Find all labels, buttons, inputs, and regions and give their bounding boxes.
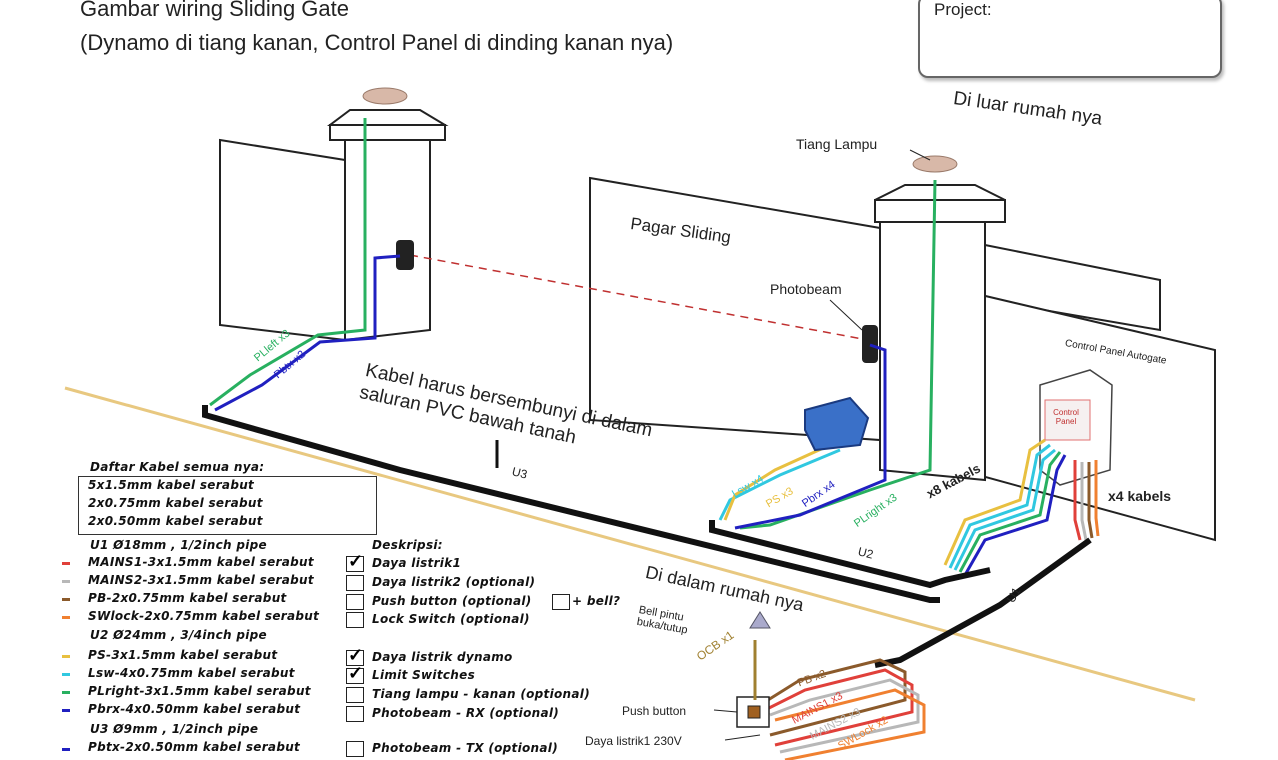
legend-cable-item: Pbtx-2x0.50mm kabel serabut (88, 740, 301, 754)
description-checkbox (346, 741, 364, 757)
legend-cable-item: Lsw-4x0.75mm kabel serabut (88, 666, 295, 680)
wire-lsw (718, 448, 841, 521)
bell-checkbox (552, 594, 570, 610)
project-box: Project: (918, 0, 1222, 78)
left-pillar (344, 139, 431, 342)
legend-cable-item: SWlock-2x0.75mm kabel serabut (88, 609, 320, 623)
legend-swatch (62, 673, 70, 676)
description-title: Deskripsi: (372, 538, 443, 552)
description-item: Daya listrik1 (372, 556, 462, 570)
description-item: Daya listrik2 (optional) (372, 575, 536, 589)
legend-swatch (62, 598, 70, 601)
legend-u2-header: U2 Ø24mm , 3/4inch pipe (90, 628, 267, 642)
control-panel-screen (1044, 399, 1091, 441)
left-lamp (362, 87, 408, 105)
diagram-subtitle: (Dynamo di tiang kanan, Control Panel di… (80, 30, 674, 55)
legend-swatch (62, 616, 70, 619)
wire-pbrx (734, 343, 887, 530)
property-boundary-line (64, 386, 1196, 702)
legend-cable-item: PS-3x1.5mm kabel serabut (88, 648, 278, 662)
legend-swatch (62, 691, 70, 694)
daya-label: Daya listrik1 230V (585, 734, 682, 748)
legend-u1-header: U1 Ø18mm , 1/2inch pipe (90, 538, 267, 552)
description-item: Lock Switch (optional) (372, 612, 530, 626)
description-checkbox (346, 594, 364, 610)
tiang-lampu-label: Tiang Lampu (796, 136, 878, 152)
legend-u3-header: U3 Ø9mm , 1/2inch pipe (90, 722, 259, 736)
legend-boxed-item: 2x0.50mm kabel serabut (88, 514, 263, 528)
description-item: Photobeam - TX (optional) (372, 741, 558, 755)
description-item: Tiang lampu - kanan (optional) (372, 687, 590, 701)
pipe-u1 (874, 537, 1092, 668)
legend-cable-item: PB-2x0.75mm kabel serabut (88, 591, 287, 605)
legend-boxed-item: 2x0.75mm kabel serabut (88, 496, 263, 510)
push-button (747, 705, 761, 719)
description-checkbox (346, 575, 364, 591)
description-checkbox (346, 706, 364, 722)
wire-pbtx (214, 254, 401, 412)
pipe-u3 (202, 405, 940, 603)
left-pillar-cap (329, 124, 446, 141)
wire-plleft (209, 118, 367, 407)
description-checkbox (346, 668, 364, 684)
legend-boxed-list (78, 476, 377, 535)
description-item: Daya listrik dynamo (372, 650, 513, 664)
legend-swatch (62, 748, 70, 751)
wire-ps (723, 443, 831, 521)
right-pillar-cap (874, 199, 1006, 223)
legend-swatch (62, 580, 70, 583)
description-checkbox (346, 687, 364, 703)
indoor-cables (759, 658, 926, 760)
left-pillar-top (327, 109, 449, 126)
description-item: Push button (optional) (372, 594, 532, 608)
x4-kabels-label: x4 kabels (1108, 488, 1172, 504)
wire-plright (739, 179, 937, 530)
x4-cable-bundle (1073, 460, 1100, 541)
bell-icon (749, 611, 771, 629)
description-item: Photobeam - RX (optional) (372, 706, 560, 720)
description-checkbox (346, 650, 364, 666)
gate-motor (804, 396, 870, 452)
project-label: Project: (934, 0, 992, 19)
legend-cable-item: PLright-3x1.5mm kabel serabut (88, 684, 311, 698)
photobeam-tx (396, 240, 414, 270)
right-lamp (912, 155, 958, 173)
check-mark: ✓ (348, 663, 364, 683)
photobeam-beam (409, 254, 869, 341)
description-checkbox (346, 612, 364, 628)
right-pillar-top (874, 184, 1006, 201)
description-checkbox (346, 556, 364, 572)
diagram-title: Gambar wiring Sliding Gate (80, 0, 350, 21)
bell-extra: + bell? (572, 594, 621, 608)
legend-cable-item: MAINS1-3x1.5mm kabel serabut (88, 555, 314, 569)
push-button-label: Push button (622, 704, 687, 718)
photobeam-rx (862, 325, 878, 363)
check-mark: ✓ (348, 645, 364, 665)
check-mark: ✓ (348, 551, 364, 571)
legend-cable-item: MAINS2-3x1.5mm kabel serabut (88, 573, 314, 587)
left-wall (219, 138, 346, 342)
legend-swatch (62, 655, 70, 658)
pipe-u2 (709, 520, 991, 589)
x8-cable-bundle (943, 438, 1067, 576)
description-item: Limit Switches (372, 668, 476, 682)
control-panel-front-label: Control Panel (1053, 408, 1079, 426)
legend-swatch (62, 709, 70, 712)
legend-swatch (62, 562, 70, 565)
legend-boxed-item: 5x1.5mm kabel serabut (88, 478, 255, 492)
photobeam-label: Photobeam (770, 281, 842, 297)
legend-title: Daftar Kabel semua nya: (90, 460, 265, 474)
legend-cable-item: Pbrx-4x0.50mm kabel serabut (88, 702, 301, 716)
